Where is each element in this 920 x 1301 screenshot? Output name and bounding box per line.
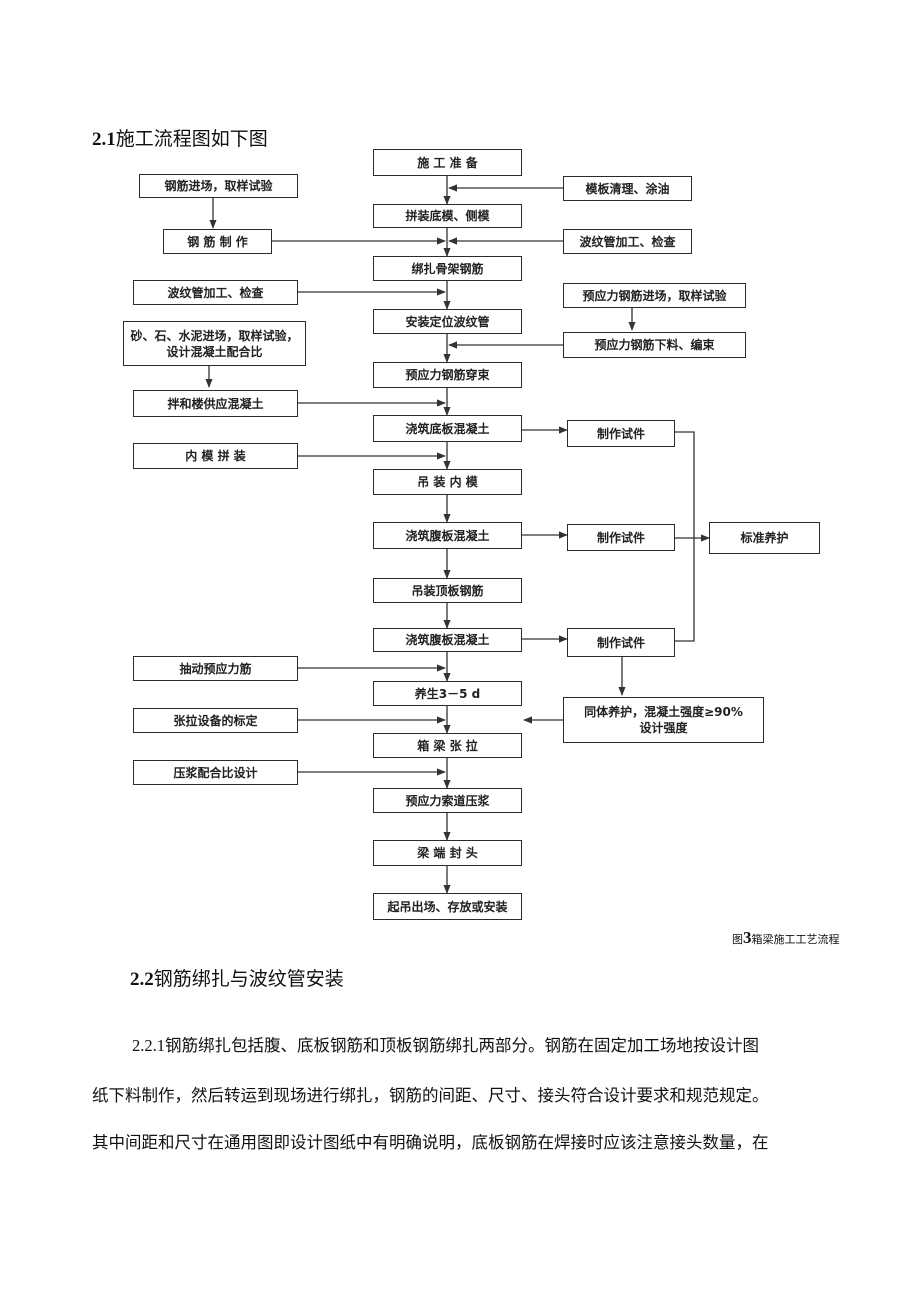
specimen-box-2: 制作试件 — [567, 524, 675, 551]
paragraph-number: 2.2.1 — [132, 1036, 165, 1055]
input-duct-check-left: 波纹管加工、检查 — [133, 280, 298, 305]
specimen-box-3: 制作试件 — [567, 628, 675, 657]
bracket-line — [675, 431, 695, 642]
paragraph-text-1: 钢筋绑扎包括腹、底板钢筋和顶板钢筋绑扎两部分。钢筋在固定加工场地按设计图 — [165, 1036, 759, 1055]
section-2-2-title: 钢筋绑扎与波纹管安装 — [153, 968, 344, 990]
flow-step-hoist-top-rebar: 吊装顶板钢筋 — [373, 578, 522, 603]
flow-step-hoist-inner: 吊 装 内 模 — [373, 469, 522, 495]
flow-step-pour-web-2: 浇筑腹板混凝土 — [373, 628, 522, 652]
section-2-2-number: 2.2 — [130, 969, 154, 990]
figure-caption: 图3箱梁施工工艺流程 — [732, 928, 840, 948]
flow-step-install-duct: 安装定位波纹管 — [373, 309, 522, 334]
input-mixing-plant: 拌和楼供应混凝土 — [133, 390, 298, 417]
sand-line-2: 设计混凝土配合比 — [166, 344, 263, 359]
flow-step-lift: 起吊出场、存放或安装 — [373, 893, 522, 920]
paragraph-text-3: 其中间距和尺寸在通用图即设计图纸中有明确说明，底板钢筋在焊接时应该注意接头数量，… — [92, 1133, 769, 1152]
input-duct-check-right: 波纹管加工、检查 — [563, 229, 692, 254]
input-rebar-arrival: 钢筋进场，取样试验 — [139, 174, 298, 198]
caption-text: 箱梁施工工艺流程 — [751, 933, 840, 946]
input-calibration: 张拉设备的标定 — [133, 708, 298, 733]
flow-step-prep: 施 工 准 备 — [373, 149, 522, 176]
flow-step-tension: 箱 梁 张 拉 — [373, 733, 522, 758]
construction-flowchart — [205, 176, 710, 894]
paragraph-text-2: 纸下料制作，然后转运到现场进行绑扎，钢筋的间距、尺寸、接头符合设计要求和规范规定… — [92, 1086, 769, 1105]
flow-step-cure: 养生3－5 d — [373, 681, 522, 706]
paragraph-line-1: 2.2.1钢筋绑扎包括腹、底板钢筋和顶板钢筋绑扎两部分。钢筋在固定加工场地按设计… — [92, 1024, 864, 1068]
flow-step-grout: 预应力索道压浆 — [373, 788, 522, 813]
flow-step-pour-web: 浇筑腹板混凝土 — [373, 522, 522, 549]
input-inner-mold: 内 模 拼 装 — [133, 443, 298, 469]
sand-line-1: 砂、石、水泥进场，取样试验， — [130, 328, 299, 343]
same-line-2: 设计强度 — [639, 721, 688, 735]
flow-step-assemble-mold: 拼装底模、侧模 — [373, 204, 522, 228]
flow-step-seal: 梁 端 封 头 — [373, 840, 522, 866]
section-2-1-number: 2.1 — [92, 129, 116, 150]
caption-prefix: 图 — [732, 933, 743, 946]
standard-curing: 标准养护 — [709, 522, 820, 554]
flow-step-pour-bottom: 浇筑底板混凝土 — [373, 415, 522, 442]
input-strand-cutting: 预应力钢筋下料、编束 — [563, 332, 746, 358]
input-pull-strand: 抽动预应力筋 — [133, 656, 298, 681]
paragraph-line-2: 纸下料制作，然后转运到现场进行绑扎，钢筋的间距、尺寸、接头符合设计要求和规范规定… — [92, 1074, 864, 1118]
same-line-1: 同体养护，混凝土强度≥90% — [584, 705, 743, 719]
input-mold-cleaning: 模板清理、涂油 — [563, 176, 692, 201]
same-condition-curing: 同体养护，混凝土强度≥90% 设计强度 — [563, 697, 764, 743]
specimen-box-1: 制作试件 — [567, 420, 675, 447]
input-grout-mix: 压浆配合比设计 — [133, 760, 298, 785]
flow-step-thread-strand: 预应力钢筋穿束 — [373, 362, 522, 388]
input-sand-stone-cement: 砂、石、水泥进场，取样试验， 设计混凝土配合比 — [123, 321, 306, 366]
section-2-2-heading: 2.2钢筋绑扎与波纹管安装 — [130, 964, 344, 991]
paragraph-line-3: 其中间距和尺寸在通用图即设计图纸中有明确说明，底板钢筋在焊接时应该注意接头数量，… — [92, 1121, 864, 1165]
input-strand-arrival: 预应力钢筋进场，取样试验 — [563, 283, 746, 308]
input-rebar-making: 钢 筋 制 作 — [163, 229, 272, 254]
caption-number: 3 — [743, 928, 752, 947]
section-2-1-title: 施工流程图如下图 — [115, 128, 268, 150]
section-2-1-heading: 2.1施工流程图如下图 — [92, 124, 268, 151]
flow-step-bind-skeleton: 绑扎骨架钢筋 — [373, 256, 522, 281]
